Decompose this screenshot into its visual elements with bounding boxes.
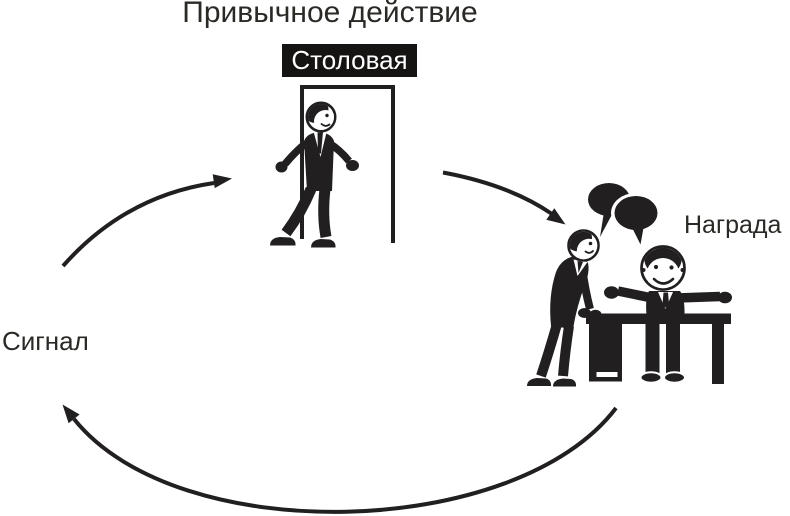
desk-icon: [578, 308, 731, 384]
standing-person-icon: [527, 229, 600, 387]
sitting-person-icon: [604, 245, 732, 384]
routine-label: Привычное действие: [182, 0, 478, 29]
cue-label: Сигнал: [2, 326, 89, 356]
arrow-reward-to-cue: [62, 404, 618, 514]
walking-person-icon: [270, 101, 359, 248]
arrow-cue-to-routine: [61, 174, 232, 268]
cafeteria-sign-label: Столовая: [291, 45, 408, 75]
doorway-icon: [300, 85, 395, 243]
arrow-routine-to-reward: [442, 170, 566, 225]
reward-label: Награда: [684, 211, 782, 239]
cafeteria-sign: Столовая: [282, 44, 417, 77]
speech-bubbles-icon: [588, 183, 661, 250]
